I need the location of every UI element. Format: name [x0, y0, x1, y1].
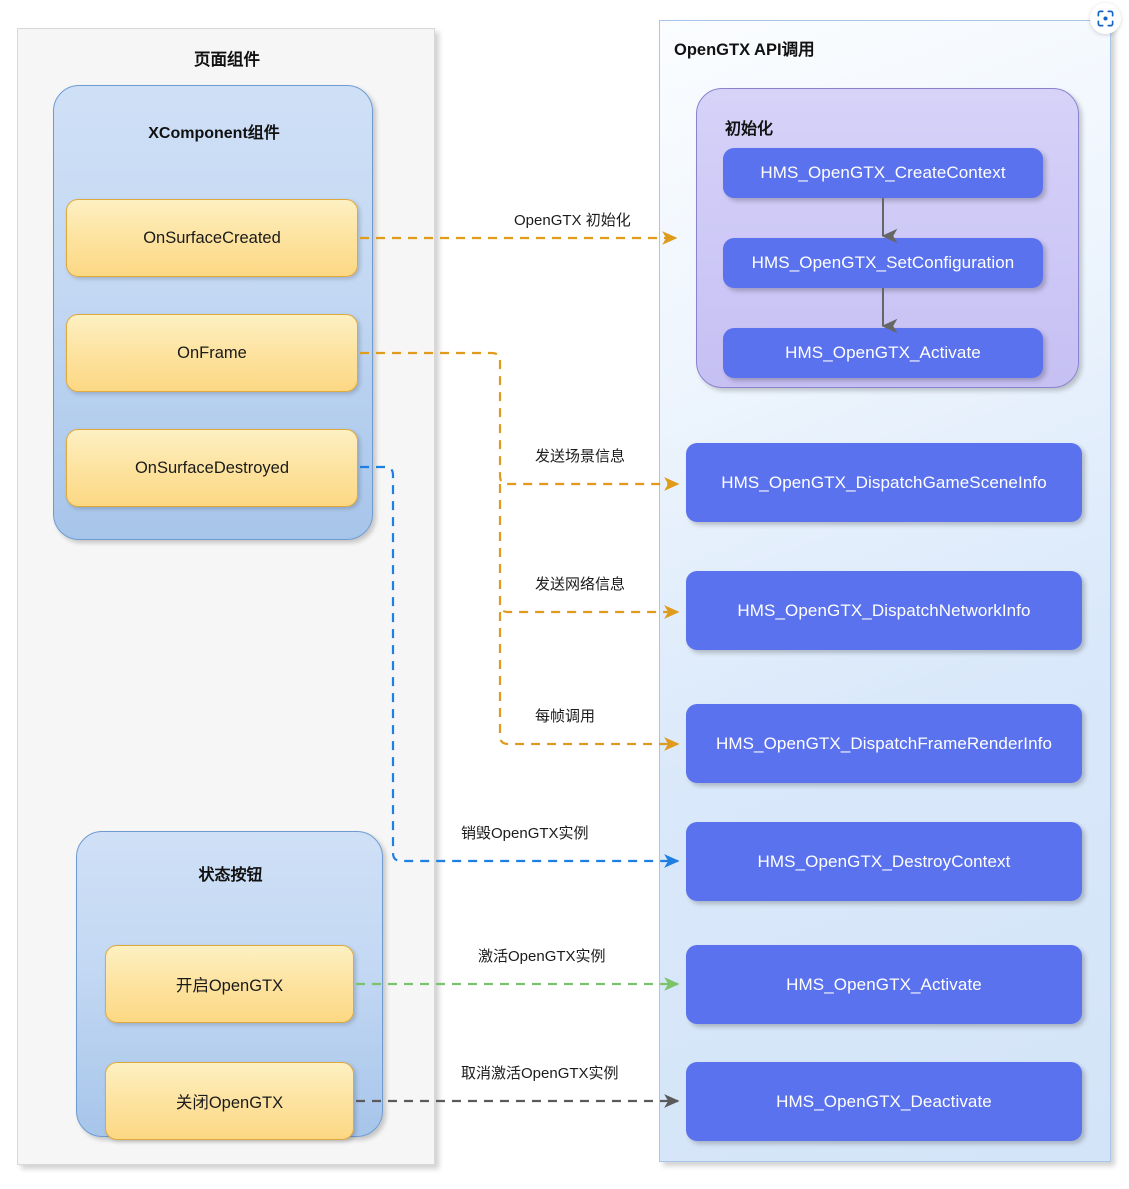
api-create-context[interactable]: HMS_OpenGTX_CreateContext	[723, 148, 1043, 198]
xcomponent-group-title: XComponent组件	[148, 125, 280, 142]
callback-on-surface-destroyed[interactable]: OnSurfaceDestroyed	[66, 429, 358, 507]
edge-label-opengtx-init: OpenGTX 初始化	[514, 212, 631, 229]
edge-label-send-network-info: 发送网络信息	[535, 576, 626, 593]
initialization-group-title: 初始化	[725, 121, 774, 138]
api-destroy-context[interactable]: HMS_OpenGTX_DestroyContext	[686, 822, 1082, 901]
scan-focus-icon[interactable]	[1090, 3, 1121, 34]
opengtx-api-panel-title: OpenGTX API调用	[674, 41, 815, 59]
api-deactivate[interactable]: HMS_OpenGTX_Deactivate	[686, 1062, 1082, 1141]
callback-on-frame[interactable]: OnFrame	[66, 314, 358, 392]
edge-label-activate-instance: 激活OpenGTX实例	[478, 948, 606, 965]
api-dispatch-game-scene-info[interactable]: HMS_OpenGTX_DispatchGameSceneInfo	[686, 443, 1082, 522]
edge-label-per-frame-call: 每帧调用	[535, 708, 596, 725]
callback-on-surface-created[interactable]: OnSurfaceCreated	[66, 199, 358, 277]
edge-label-deactivate-instance: 取消激活OpenGTX实例	[461, 1065, 619, 1082]
api-activate-init[interactable]: HMS_OpenGTX_Activate	[723, 328, 1043, 378]
page-component-panel-title: 页面组件	[194, 51, 260, 69]
api-activate[interactable]: HMS_OpenGTX_Activate	[686, 945, 1082, 1024]
api-dispatch-frame-render-info[interactable]: HMS_OpenGTX_DispatchFrameRenderInfo	[686, 704, 1082, 783]
api-set-configuration[interactable]: HMS_OpenGTX_SetConfiguration	[723, 238, 1043, 288]
button-disable-opengtx[interactable]: 关闭OpenGTX	[105, 1062, 354, 1140]
edge-label-destroy-instance: 销毁OpenGTX实例	[461, 825, 589, 842]
edge-label-send-scene-info: 发送场景信息	[535, 448, 626, 465]
button-enable-opengtx[interactable]: 开启OpenGTX	[105, 945, 354, 1023]
state-buttons-group-title: 状态按钮	[198, 867, 263, 884]
api-dispatch-network-info[interactable]: HMS_OpenGTX_DispatchNetworkInfo	[686, 571, 1082, 650]
